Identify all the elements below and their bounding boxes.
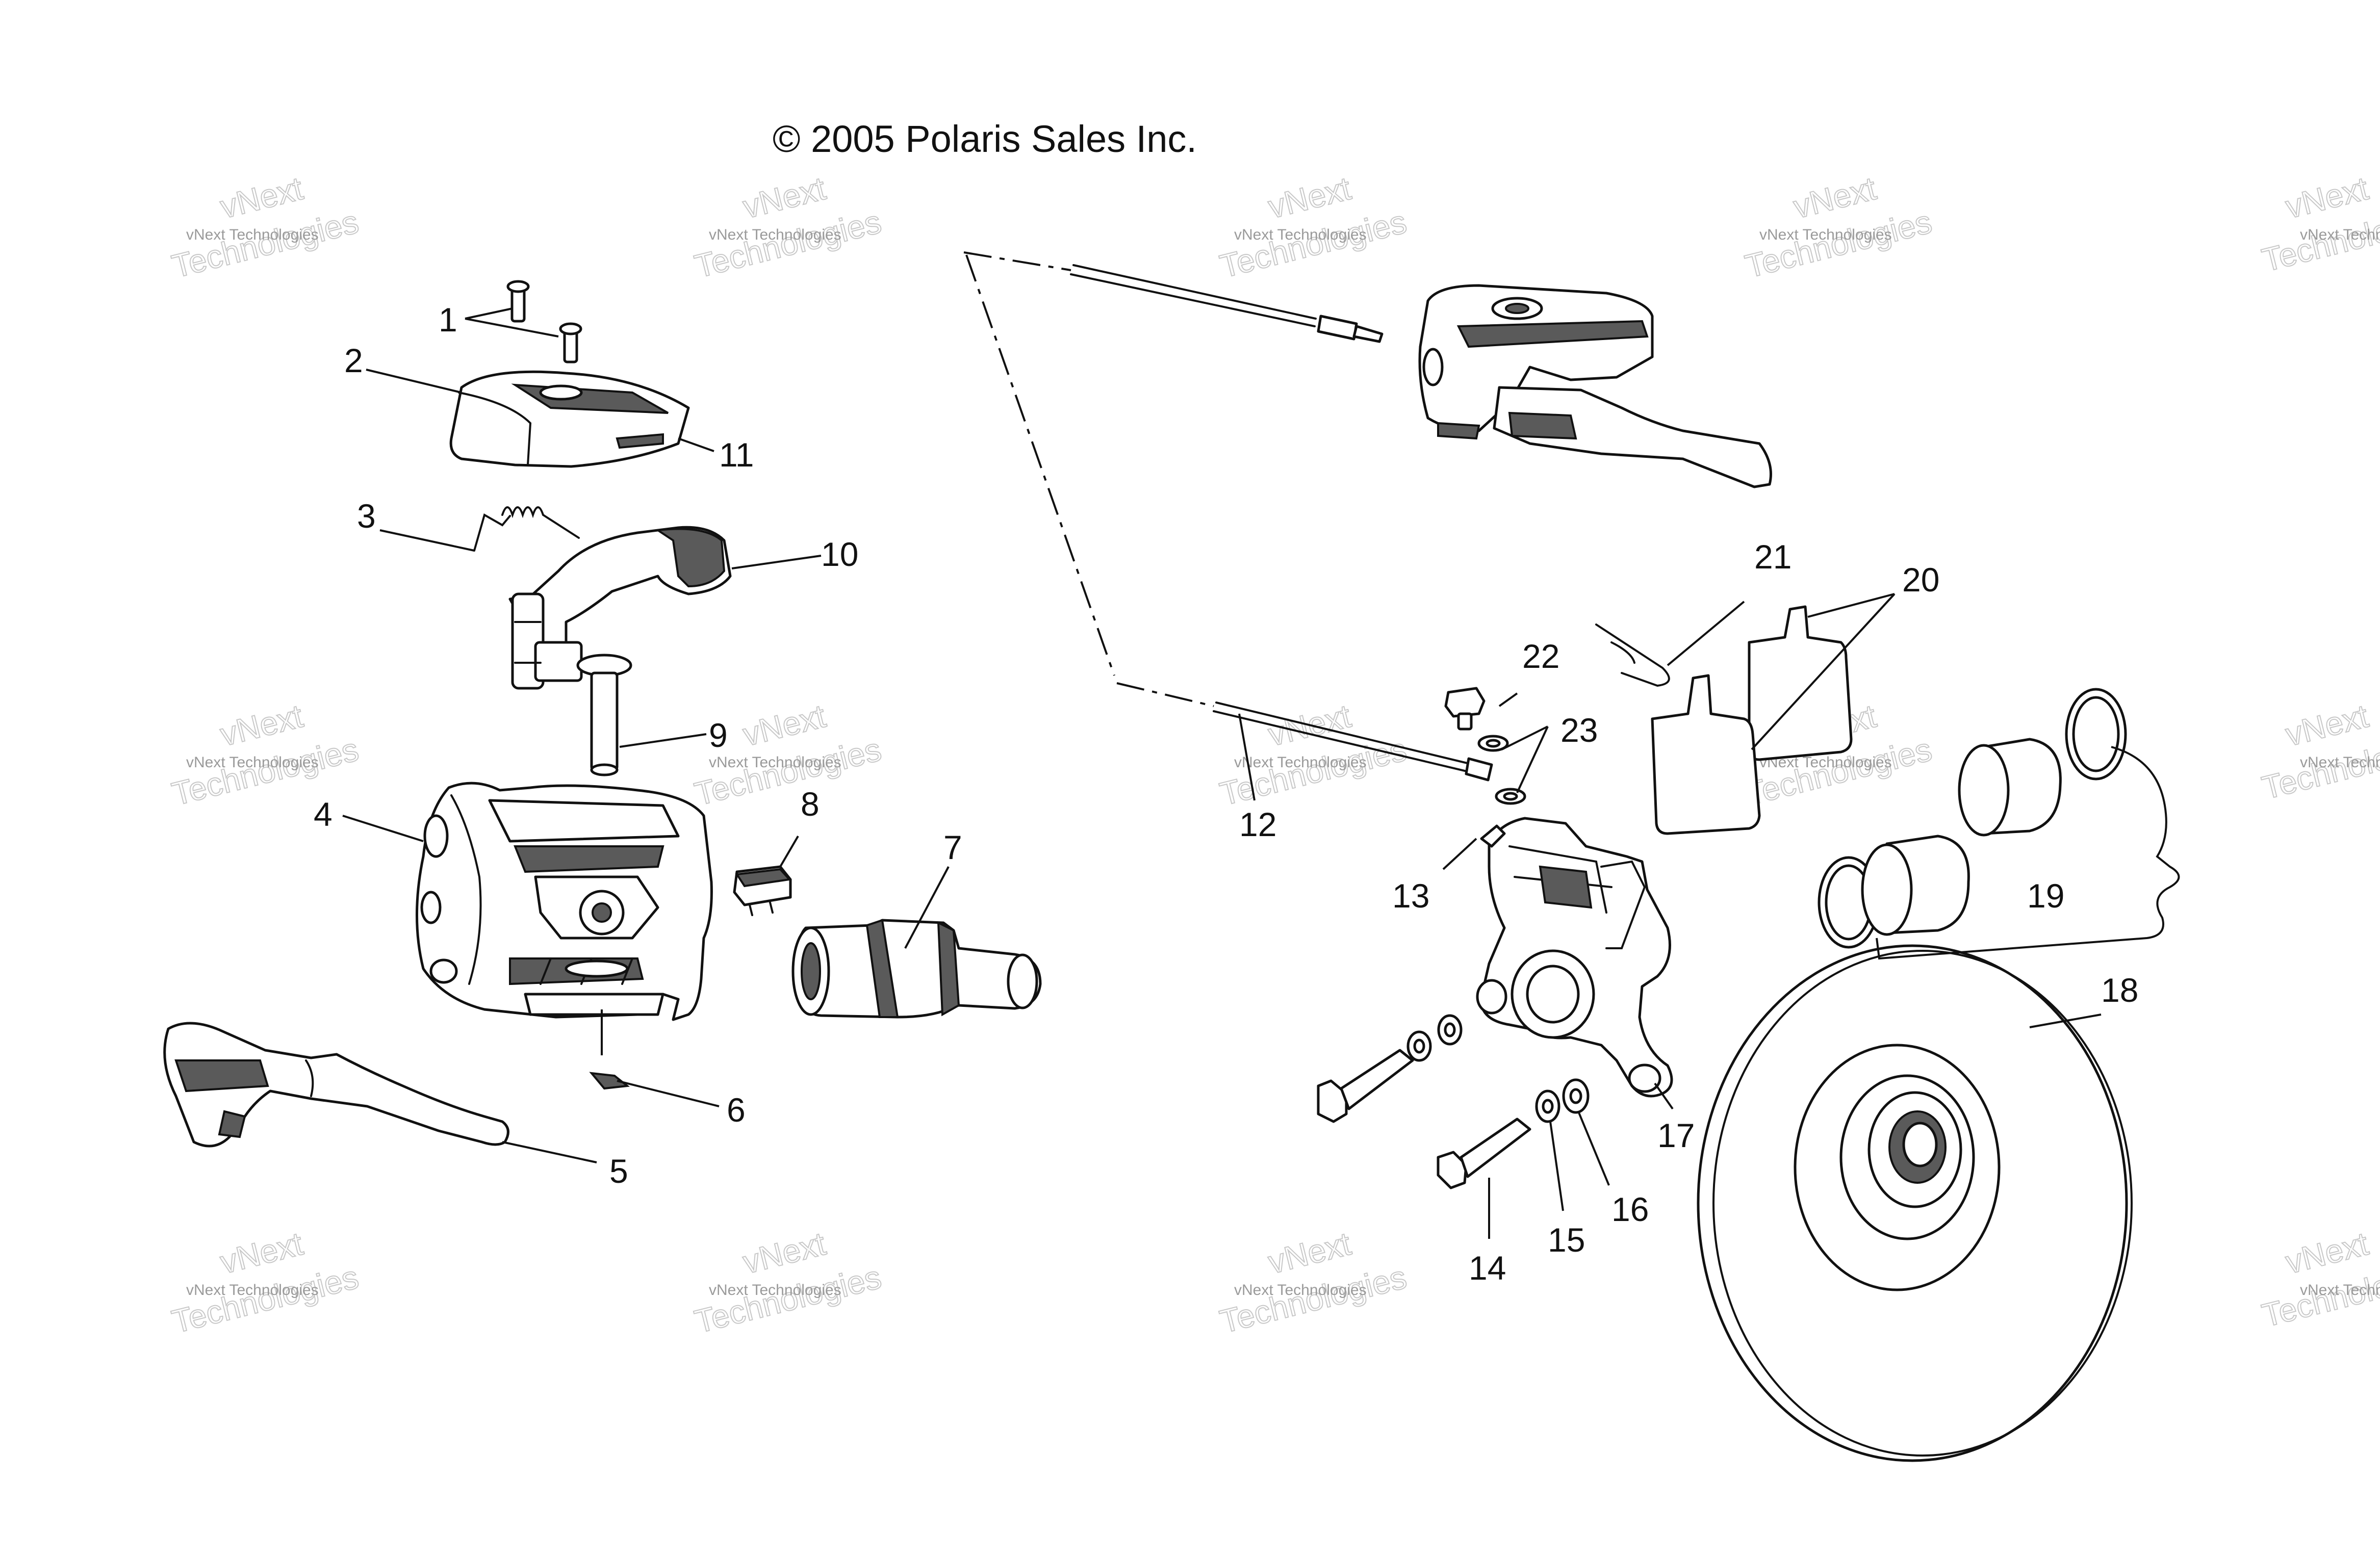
watermark: vNext Technologies vNext Technologies [168,1225,363,1341]
svg-text:vNext Technologies: vNext Technologies [1759,226,1892,243]
part-14-caliper-bolt-long [1317,1049,1414,1123]
svg-text:vNext: vNext [217,1225,306,1281]
watermark: vNext Technologies vNext Technologies [1216,1225,1411,1341]
svg-text:vNext: vNext [2282,697,2372,753]
part-1-screws [506,280,582,363]
svg-text:vNext Technologies: vNext Technologies [2300,754,2380,771]
svg-text:vNext Technologies: vNext Technologies [1234,226,1367,243]
callout-19: 19 [2027,877,2064,915]
svg-text:vNext Technologies: vNext Technologies [709,226,841,243]
svg-text:vNext: vNext [739,697,829,753]
part-2-reservoir-cover [449,370,690,468]
svg-text:vNext Technologies: vNext Technologies [1234,1282,1367,1299]
svg-text:vNext Technologies: vNext Technologies [186,1282,319,1299]
svg-text:vNext: vNext [1790,170,1880,225]
callout-8: 8 [801,785,820,823]
watermark: vNext Technologies vNext Technologies [2258,1225,2380,1335]
svg-text:vNext Technologies: vNext Technologies [2300,226,2380,243]
part-20-brake-pads [1651,605,1853,835]
callout-22: 22 [1522,637,1559,675]
callout-7: 7 [943,828,962,866]
callout-5: 5 [609,1152,628,1190]
callout-14: 14 [1469,1249,1506,1287]
part-23-washers [1477,735,1526,805]
svg-text:vNext Technologies: vNext Technologies [186,226,319,243]
master-cylinder-assembled [1418,284,1772,488]
part-12-brake-line [1213,702,1493,782]
callout-18: 18 [2101,971,2138,1009]
svg-text:vNext Technologies: vNext Technologies [2300,1282,2380,1299]
svg-text:vNext: vNext [2282,170,2372,225]
svg-text:vNext: vNext [2282,1225,2372,1281]
callout-23: 23 [1560,711,1598,749]
part-15-washer [1535,1089,1560,1123]
part-6-clip [589,1072,630,1090]
callout-10: 10 [821,535,858,573]
svg-text:vNext: vNext [1265,1225,1354,1281]
watermark: vNext Technologies vNext Technologies [168,697,363,813]
watermark: vNext Technologies vNext Technologies [168,169,363,285]
part-7-piston [791,919,1042,1019]
callout-6: 6 [727,1091,746,1129]
watermark: vNext Technologies vNext Technologies [1741,169,1936,285]
part-17-caliper [1476,817,1673,1098]
part-19-caliper-pistons-seals [1818,688,2127,949]
callout-20: 20 [1902,561,1939,599]
part-18-brake-disc [1697,944,2133,1462]
part-10-lever-pivot [508,526,732,690]
callout-1: 1 [439,301,457,339]
part-16-washer [1562,1078,1590,1114]
part-3-spring [473,506,580,552]
callout-16: 16 [1611,1190,1649,1228]
part-8-brake-switch [733,865,792,916]
svg-text:vNext Technologies: vNext Technologies [1234,754,1367,771]
callout-21: 21 [1754,538,1792,576]
svg-text:vNext: vNext [217,170,306,225]
callout-labels: 1 2 3 4 5 6 7 8 9 10 11 12 13 14 15 16 1… [314,301,2138,1287]
callout-9: 9 [709,716,728,754]
part-9-pivot-pin [576,654,632,776]
svg-text:vNext Technologies: vNext Technologies [709,1282,841,1299]
callout-13: 13 [1392,877,1429,915]
svg-text:vNext: vNext [739,1225,829,1281]
part-14-caliper-bolt [1437,1118,1531,1189]
part-21-pad-pin [1595,624,1670,687]
part-4-master-cylinder-body [416,782,713,1021]
callout-3: 3 [357,497,376,535]
callout-11: 11 [719,436,754,474]
callout-2: 2 [344,342,363,379]
callout-17: 17 [1657,1116,1695,1154]
callout-4: 4 [314,795,332,833]
watermark: vNext Technologies vNext Technologies [690,1225,885,1341]
watermark: vNext Technologies vNext Technologies [690,169,885,285]
watermark: vNext Technologies vNext Technologies [1216,169,1411,285]
brake-line-upper [963,251,1384,707]
svg-text:vNext: vNext [1265,170,1354,225]
part-22-banjo-bolt [1444,687,1486,731]
svg-text:vNext Technologies: vNext Technologies [709,754,841,771]
part-5-brake-lever [163,1022,509,1148]
part-washers-upper [1406,1014,1463,1062]
watermark: vNext Technologies vNext Technologies [2258,697,2380,807]
callout-12: 12 [1239,806,1276,843]
svg-text:vNext: vNext [217,697,306,753]
leader-lines [342,307,2180,1239]
callout-15: 15 [1548,1221,1585,1259]
svg-text:vNext: vNext [739,170,829,225]
watermark: vNext Technologies vNext Technologies [690,697,885,813]
watermark: vNext Technologies vNext Technologies [1216,697,1411,813]
watermark: vNext Technologies vNext Technologies [2258,169,2380,279]
svg-text:vNext Technologies: vNext Technologies [186,754,319,771]
copyright-text: © 2005 Polaris Sales Inc. [773,118,1197,160]
